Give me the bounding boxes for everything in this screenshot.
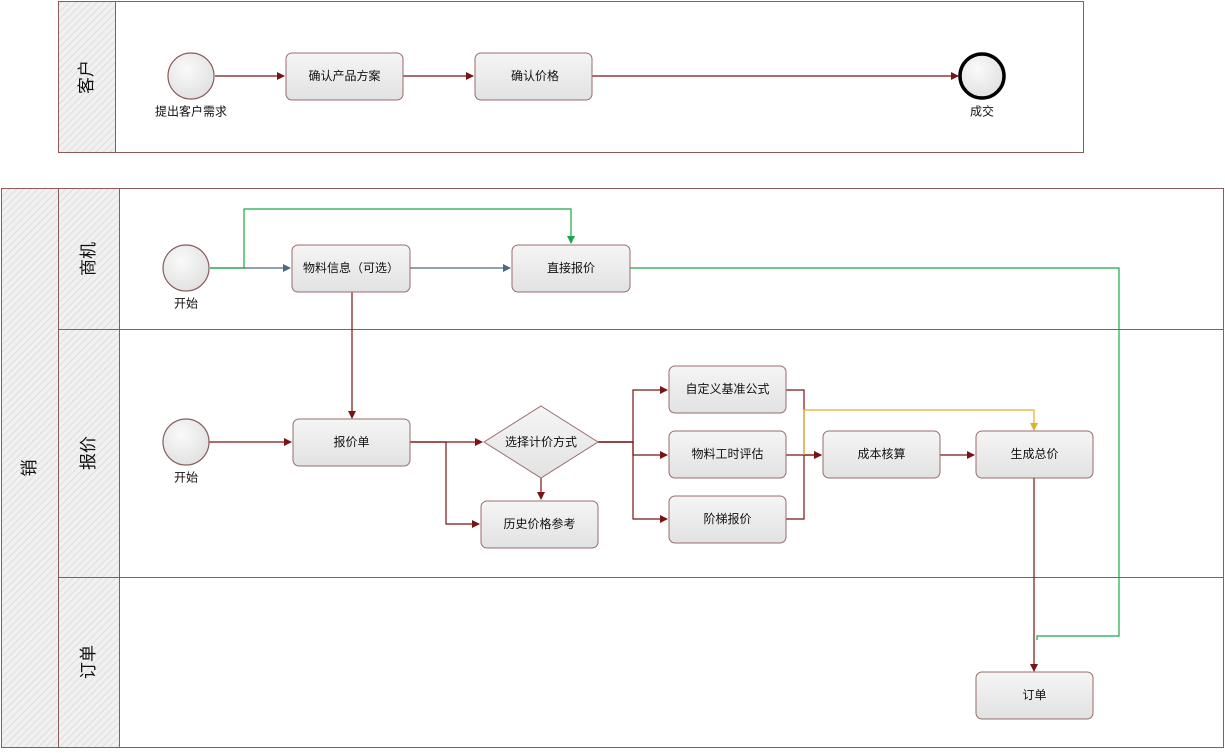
task-label: 成本核算 — [857, 446, 905, 461]
flow-arrow — [630, 267, 1120, 640]
task-label: 生成总价 — [1010, 447, 1058, 461]
task-confirm-price[interactable]: 确认价格 — [474, 52, 593, 101]
start-event-label: 开始 — [174, 471, 198, 485]
order-lane-header — [58, 577, 120, 748]
gateway-pricing-method[interactable]: 选择计价方式 — [483, 405, 599, 479]
task-direct-quote[interactable]: 直接报价 — [511, 244, 631, 293]
start-event-label: 提出客户需求 — [155, 104, 227, 119]
task-label: 直接报价 — [547, 260, 595, 275]
task-order[interactable]: 订单 — [975, 671, 1094, 720]
flow-arrow — [410, 441, 480, 528]
task-custom-formula[interactable]: 自定义基准公式 — [668, 365, 787, 414]
task-label: 报价单 — [333, 434, 369, 449]
start-event-icon[interactable] — [162, 244, 210, 292]
gateway-label: 选择计价方式 — [505, 434, 577, 449]
flow-arrow — [210, 208, 575, 269]
flow-arrow — [803, 409, 1038, 455]
customer-lane-label: 客户 — [77, 60, 97, 94]
customer-lane-header — [58, 1, 116, 153]
task-label: 历史价格参考 — [503, 516, 575, 531]
task-label: 自定义基准公式 — [685, 381, 769, 396]
task-confirm-product-plan[interactable]: 确认产品方案 — [285, 52, 404, 101]
sales-pool-header — [1, 188, 59, 748]
opportunity-lane-header — [58, 188, 120, 330]
start-event-label: 开始 — [174, 297, 198, 311]
task-label: 确认价格 — [511, 68, 559, 83]
sequence-flows — [209, 72, 1120, 672]
task-quote-sheet[interactable]: 报价单 — [292, 418, 411, 467]
opportunity-lane-label: 商机 — [79, 242, 99, 276]
task-tier-quote[interactable]: 阶梯报价 — [668, 495, 787, 544]
task-label: 订单 — [1022, 688, 1046, 702]
start-event-icon[interactable] — [167, 52, 215, 100]
end-event-icon[interactable] — [958, 52, 1006, 100]
task-labor-estimate[interactable]: 物料工时评估 — [668, 430, 787, 479]
flow-arrow — [786, 455, 805, 520]
task-label: 物料信息（可选） — [303, 260, 399, 275]
customer-pool: 客户 — [58, 1, 1084, 153]
task-material-info[interactable]: 物料信息（可选） — [291, 244, 411, 293]
task-label: 确认产品方案 — [308, 68, 380, 83]
task-label: 阶梯报价 — [703, 511, 751, 526]
quote-lane-label: 报价 — [79, 436, 99, 470]
task-label: 物料工时评估 — [691, 447, 763, 461]
task-cost-calc[interactable]: 成本核算 — [822, 430, 941, 479]
task-total-price[interactable]: 生成总价 — [975, 430, 1094, 479]
start-event-icon[interactable] — [162, 418, 210, 466]
sales-pool-label: 销 — [20, 460, 40, 477]
end-event-label: 成交 — [970, 104, 994, 119]
flow-arrow — [598, 441, 668, 523]
order-lane-label: 订单 — [79, 645, 99, 679]
task-history-price-ref[interactable]: 历史价格参考 — [480, 500, 599, 549]
